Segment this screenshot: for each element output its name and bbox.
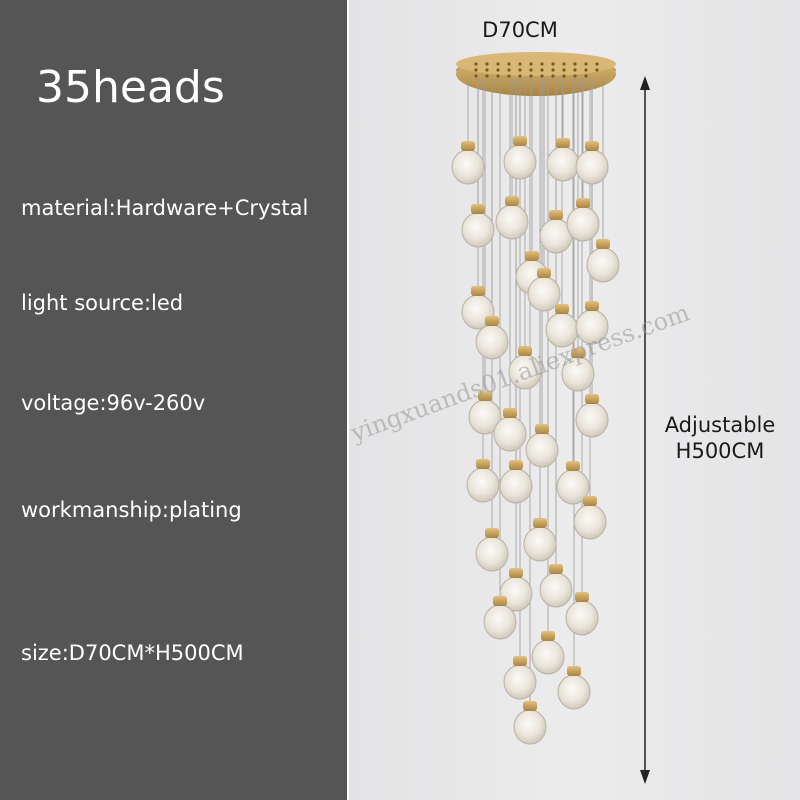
crystal-pendant bbox=[575, 394, 609, 438]
spec-size: size:D70CM*H500CM bbox=[21, 641, 244, 665]
crystal-pendant bbox=[545, 304, 579, 348]
crystal-pendant bbox=[499, 568, 533, 612]
crystal-pendant bbox=[556, 461, 590, 505]
heads-count-title: 35heads bbox=[36, 62, 225, 113]
crystal-pendant bbox=[557, 666, 591, 710]
crystal-pendants bbox=[451, 136, 620, 745]
crystal-pendant bbox=[539, 564, 573, 608]
crystal-pendant bbox=[503, 656, 537, 700]
dimension-arrow-icon bbox=[640, 76, 650, 784]
crystal-pendant bbox=[495, 196, 529, 240]
spec-workmanship: workmanship:plating bbox=[21, 498, 242, 522]
spec-material: material:Hardware+Crystal bbox=[21, 196, 309, 220]
crystal-pendant bbox=[566, 198, 600, 242]
crystal-pendant bbox=[531, 631, 565, 675]
crystal-pendant bbox=[468, 391, 502, 435]
crystal-pendant bbox=[561, 348, 595, 392]
crystal-pendant bbox=[475, 316, 509, 360]
crystal-pendant bbox=[525, 424, 559, 468]
crystal-pendant bbox=[573, 496, 607, 540]
crystal-pendant bbox=[475, 528, 509, 572]
crystal-pendant bbox=[508, 346, 542, 390]
crystal-pendant bbox=[451, 141, 485, 185]
diameter-label: D70CM bbox=[482, 18, 558, 42]
crystal-pendant bbox=[565, 592, 599, 636]
crystal-pendant bbox=[575, 141, 609, 185]
panel-divider bbox=[347, 0, 349, 800]
crystal-pendant bbox=[493, 408, 527, 452]
crystal-pendant bbox=[575, 301, 609, 345]
spec-light-source: light source:led bbox=[21, 291, 184, 315]
crystal-pendant bbox=[483, 596, 517, 640]
height-label-line1: Adjustable bbox=[664, 413, 776, 437]
spec-panel: 35heads material:Hardware+Crystal light … bbox=[0, 0, 348, 800]
crystal-pendant bbox=[499, 460, 533, 504]
crystal-pendant bbox=[539, 210, 573, 254]
crystal-pendant bbox=[586, 239, 620, 283]
crystal-pendant bbox=[466, 459, 500, 503]
crystal-pendant bbox=[523, 518, 557, 562]
height-label: Adjustable H500CM bbox=[660, 412, 780, 464]
ceiling-canopy bbox=[456, 52, 616, 96]
height-label-line2: H500CM bbox=[675, 439, 765, 463]
crystal-pendant bbox=[503, 136, 537, 180]
crystal-pendant bbox=[461, 204, 495, 248]
crystal-pendant bbox=[513, 701, 547, 745]
spec-voltage: voltage:96v-260v bbox=[21, 391, 206, 415]
crystal-pendant bbox=[527, 268, 561, 312]
